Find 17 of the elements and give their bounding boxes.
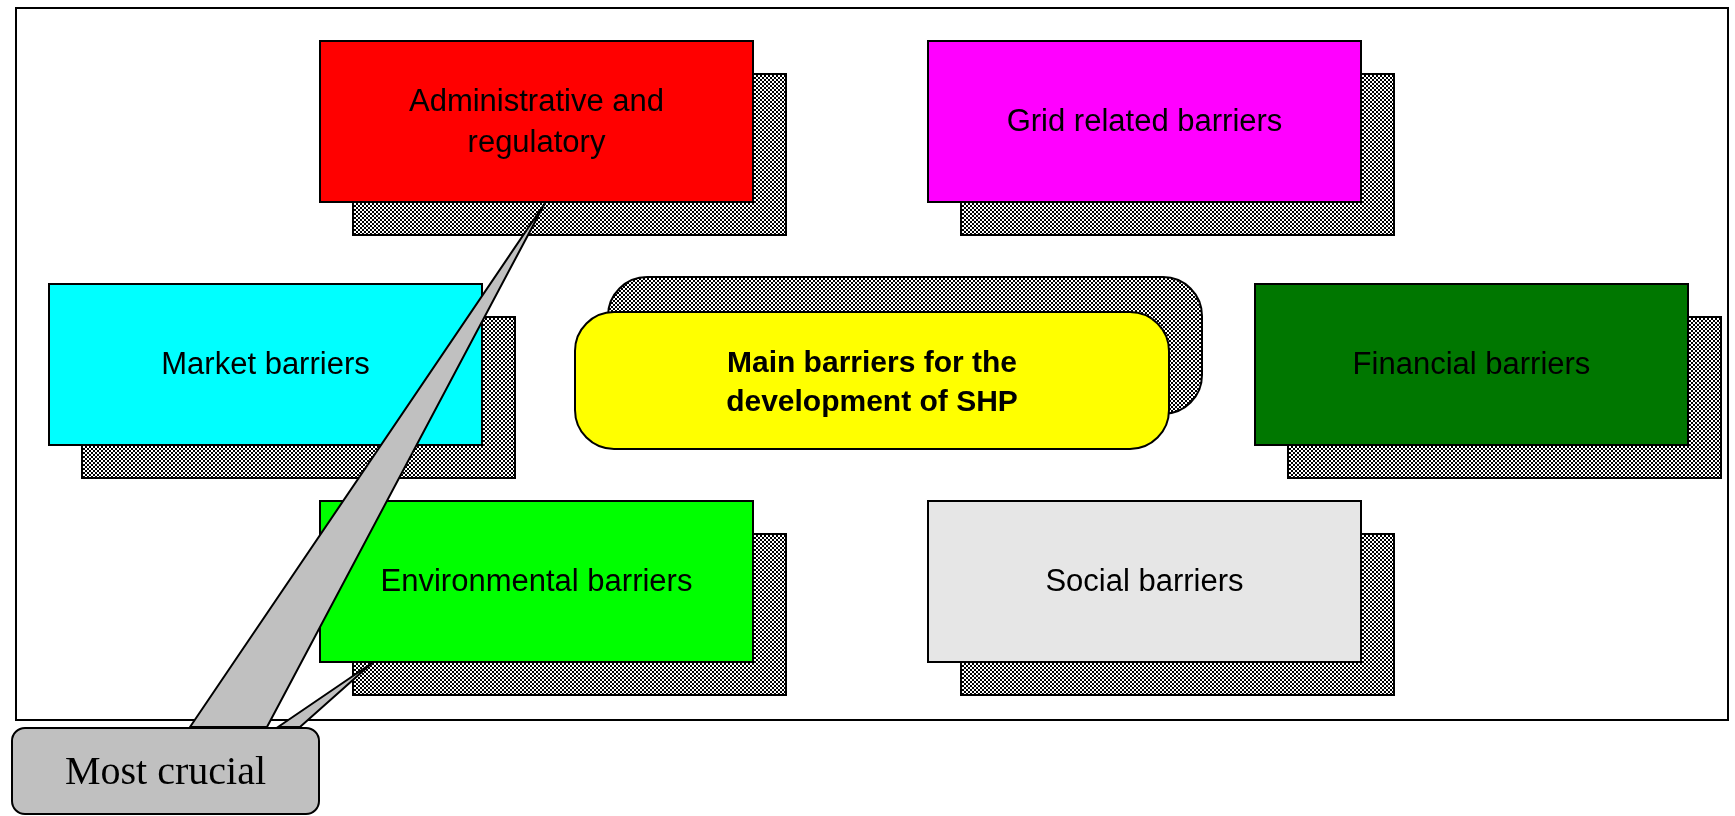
box-label: Financial barriers bbox=[1351, 345, 1592, 384]
barrier-box bbox=[48, 283, 483, 446]
barrier-box bbox=[927, 500, 1362, 663]
box-label: Main barriers for the development of SHP bbox=[725, 343, 1019, 419]
box-label: Market barriers bbox=[160, 345, 371, 384]
box-label: Environmental barriers bbox=[379, 562, 694, 601]
leader-line bbox=[274, 662, 373, 728]
barrier-box bbox=[319, 500, 754, 663]
box-label: Social barriers bbox=[1044, 562, 1245, 601]
callout-text: Most crucial bbox=[63, 747, 268, 795]
barrier-box bbox=[1254, 283, 1689, 446]
barrier-box bbox=[927, 40, 1362, 203]
box-label: Administrative and regulatory bbox=[408, 82, 665, 161]
box-label: Grid related barriers bbox=[1005, 102, 1284, 141]
leader-line bbox=[188, 202, 546, 728]
barrier-box bbox=[319, 40, 754, 203]
main-topic-box bbox=[574, 311, 1170, 450]
